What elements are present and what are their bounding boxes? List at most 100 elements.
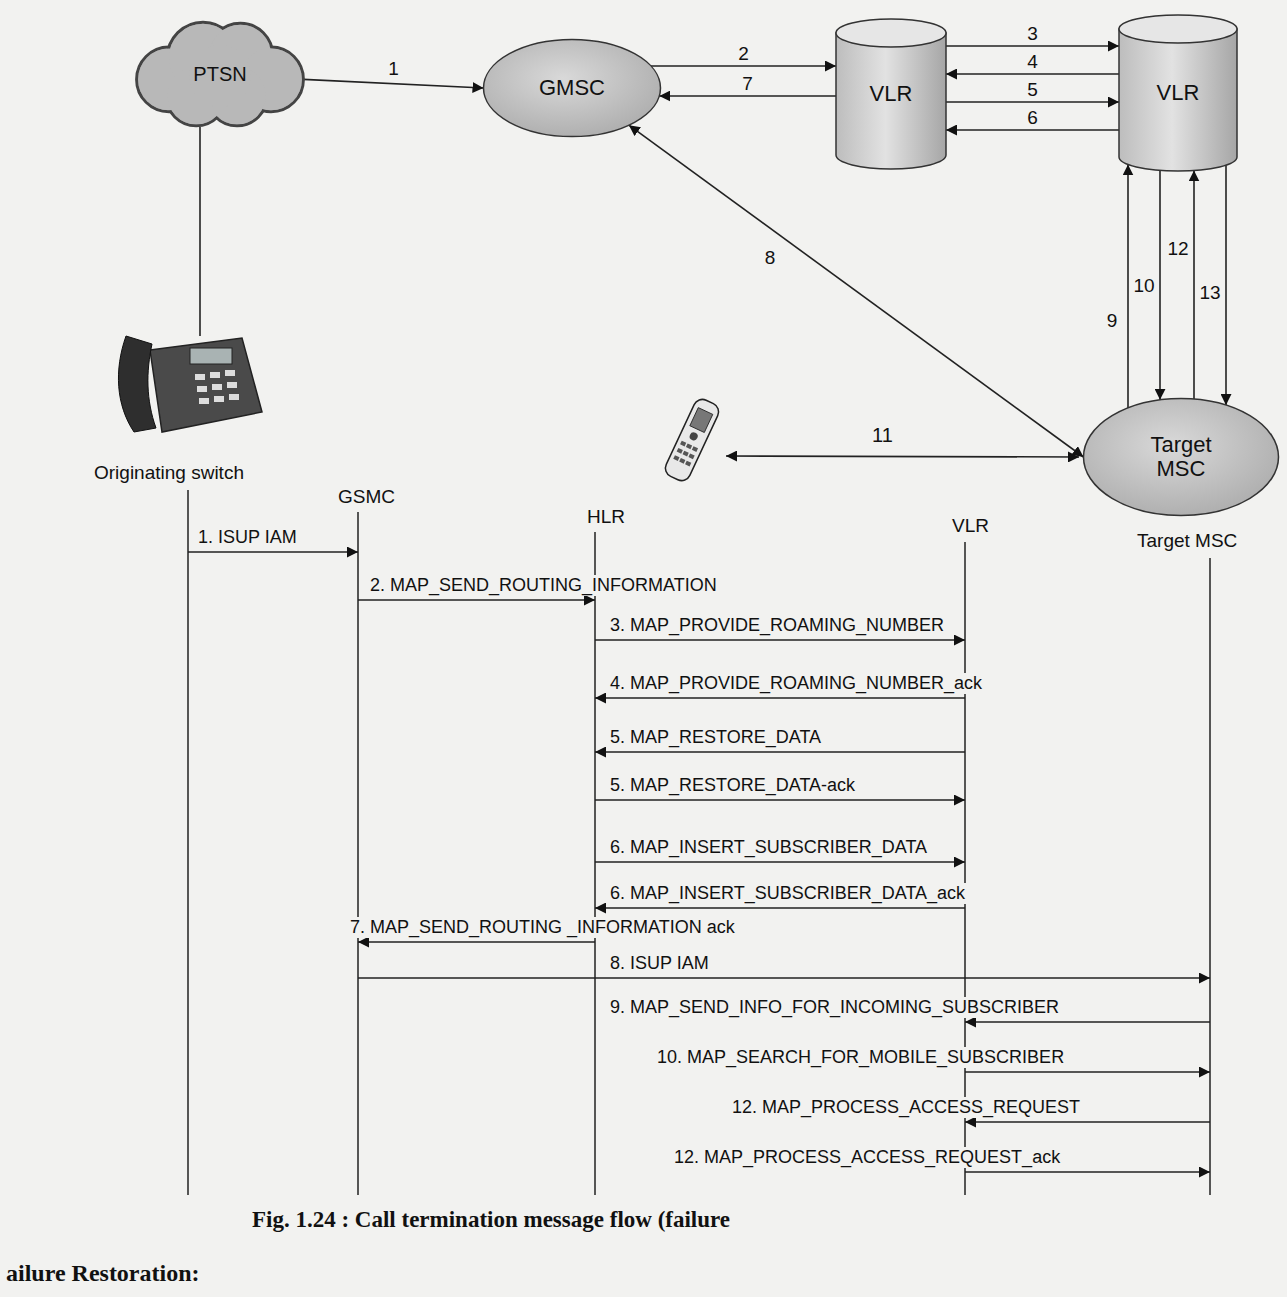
node-label: VLR	[870, 82, 913, 106]
message-arrow	[188, 551, 358, 553]
phone-key	[225, 370, 235, 376]
callout-number: 9	[1106, 311, 1119, 330]
lifeline	[357, 512, 359, 1195]
node-label: PTSN	[193, 63, 246, 85]
database-cylinder: VLR	[1118, 14, 1238, 172]
node-label: Target MSC	[1136, 433, 1226, 481]
lifeline-label: HLR	[585, 506, 627, 528]
mobile-button	[688, 431, 699, 442]
message-label: 1. ISUP IAM	[196, 527, 299, 548]
phone-key	[229, 394, 239, 400]
switch-ellipse: GMSC	[482, 38, 662, 138]
phone-wire	[199, 127, 201, 336]
phone-key	[199, 398, 209, 404]
connector-arrow	[946, 45, 1119, 47]
connector-arrow	[1127, 164, 1129, 407]
phone-screen	[190, 348, 232, 364]
database-cylinder: VLR	[835, 18, 947, 170]
callout-number: 6	[1026, 108, 1039, 127]
connector-arrow	[1193, 170, 1195, 399]
callout-number: 11	[870, 424, 895, 447]
message-arrow	[358, 941, 595, 943]
lifeline	[1209, 558, 1211, 1195]
message-arrow	[595, 799, 965, 801]
network-cloud: PTSN	[135, 20, 305, 128]
phone-key	[212, 384, 222, 390]
callout-number: 1	[387, 59, 400, 78]
message-arrow	[965, 1171, 1210, 1173]
radio-link	[726, 456, 1079, 457]
mobile-key	[688, 453, 694, 459]
mobile-key	[692, 446, 698, 452]
node-label: VLR	[1157, 81, 1200, 105]
mobile-key	[683, 451, 689, 457]
connector-arrow	[946, 73, 1119, 75]
callout-number: 12	[1166, 239, 1189, 258]
message-label: 3. MAP_PROVIDE_ROAMING_NUMBER	[608, 615, 946, 636]
telephone-icon	[118, 336, 262, 432]
phone-key	[197, 386, 207, 392]
lifeline	[187, 490, 189, 1195]
message-label: 6. MAP_INSERT_SUBSCRIBER_DATA	[608, 837, 929, 858]
lifeline	[594, 532, 596, 1195]
phone-key	[227, 382, 237, 388]
sequence-diagram	[188, 490, 1210, 1195]
message-label: 4. MAP_PROVIDE_ROAMING_NUMBER_ack	[608, 673, 984, 694]
node-label: GMSC	[539, 76, 605, 100]
mobile-body	[662, 396, 721, 483]
ellipse-shape	[484, 40, 661, 137]
mobile-key	[677, 448, 683, 454]
message-arrow	[595, 639, 965, 641]
message-label: 10. MAP_SEARCH_FOR_MOBILE_SUBSCRIBER	[655, 1047, 1066, 1068]
phone-handset	[118, 336, 156, 432]
message-arrow	[595, 751, 965, 753]
message-arrow	[358, 599, 595, 601]
connector-arrow	[946, 129, 1119, 131]
connector-arrow	[1225, 165, 1227, 405]
section-heading: ailure Restoration:	[4, 1260, 202, 1288]
mobile-screen	[690, 408, 713, 433]
message-arrow	[595, 697, 965, 699]
lifeline-label: GSMC	[336, 486, 397, 508]
callout-number: 4	[1026, 52, 1039, 71]
message-label: 12. MAP_PROCESS_ACCESS_REQUEST_ack	[672, 1147, 1062, 1168]
connector-arrow	[303, 79, 483, 88]
switch-ellipse: Target MSC	[1082, 397, 1280, 517]
cylinder-top	[1119, 15, 1237, 43]
message-label: 9. MAP_SEND_INFO_FOR_INCOMING_SUBSCRIBER	[608, 997, 1061, 1018]
cloud-fill	[189, 45, 251, 107]
connector-arrow	[946, 101, 1119, 103]
connector-arrow	[651, 65, 836, 67]
message-arrow	[595, 907, 965, 909]
connector-arrow	[659, 95, 836, 97]
callout-number: 10	[1132, 276, 1155, 295]
callout-number: 7	[741, 74, 754, 93]
phone-key	[195, 374, 205, 380]
callout-number: 2	[737, 44, 750, 63]
message-label: 8. ISUP IAM	[608, 953, 711, 974]
phone-key	[214, 396, 224, 402]
callout-number: 13	[1198, 283, 1221, 302]
callout-number: 3	[1026, 24, 1039, 43]
mobile-key	[686, 443, 692, 449]
mobile-key	[685, 461, 691, 467]
message-label: 7. MAP_SEND_ROUTING _INFORMATION ack	[348, 917, 737, 938]
message-label: 12. MAP_PROCESS_ACCESS_REQUEST	[730, 1097, 1082, 1118]
message-label: 5. MAP_RESTORE_DATA	[608, 727, 823, 748]
mobile-key	[680, 441, 686, 447]
cylinder-top	[836, 19, 946, 47]
lifeline-label: VLR	[950, 515, 991, 537]
mobile-phone-icon	[662, 396, 721, 483]
mobile-key	[673, 455, 679, 461]
phone-key	[210, 372, 220, 378]
ellipse-shape	[1084, 399, 1279, 516]
figure-caption: Fig. 1.24 : Call termination message flo…	[250, 1207, 732, 1233]
message-label: 5. MAP_RESTORE_DATA-ack	[608, 775, 857, 796]
message-arrow	[965, 1021, 1210, 1023]
cylinder-body	[1119, 29, 1237, 171]
callout-number: 5	[1026, 80, 1039, 99]
message-label: 2. MAP_SEND_ROUTING_INFORMATION	[368, 575, 719, 596]
